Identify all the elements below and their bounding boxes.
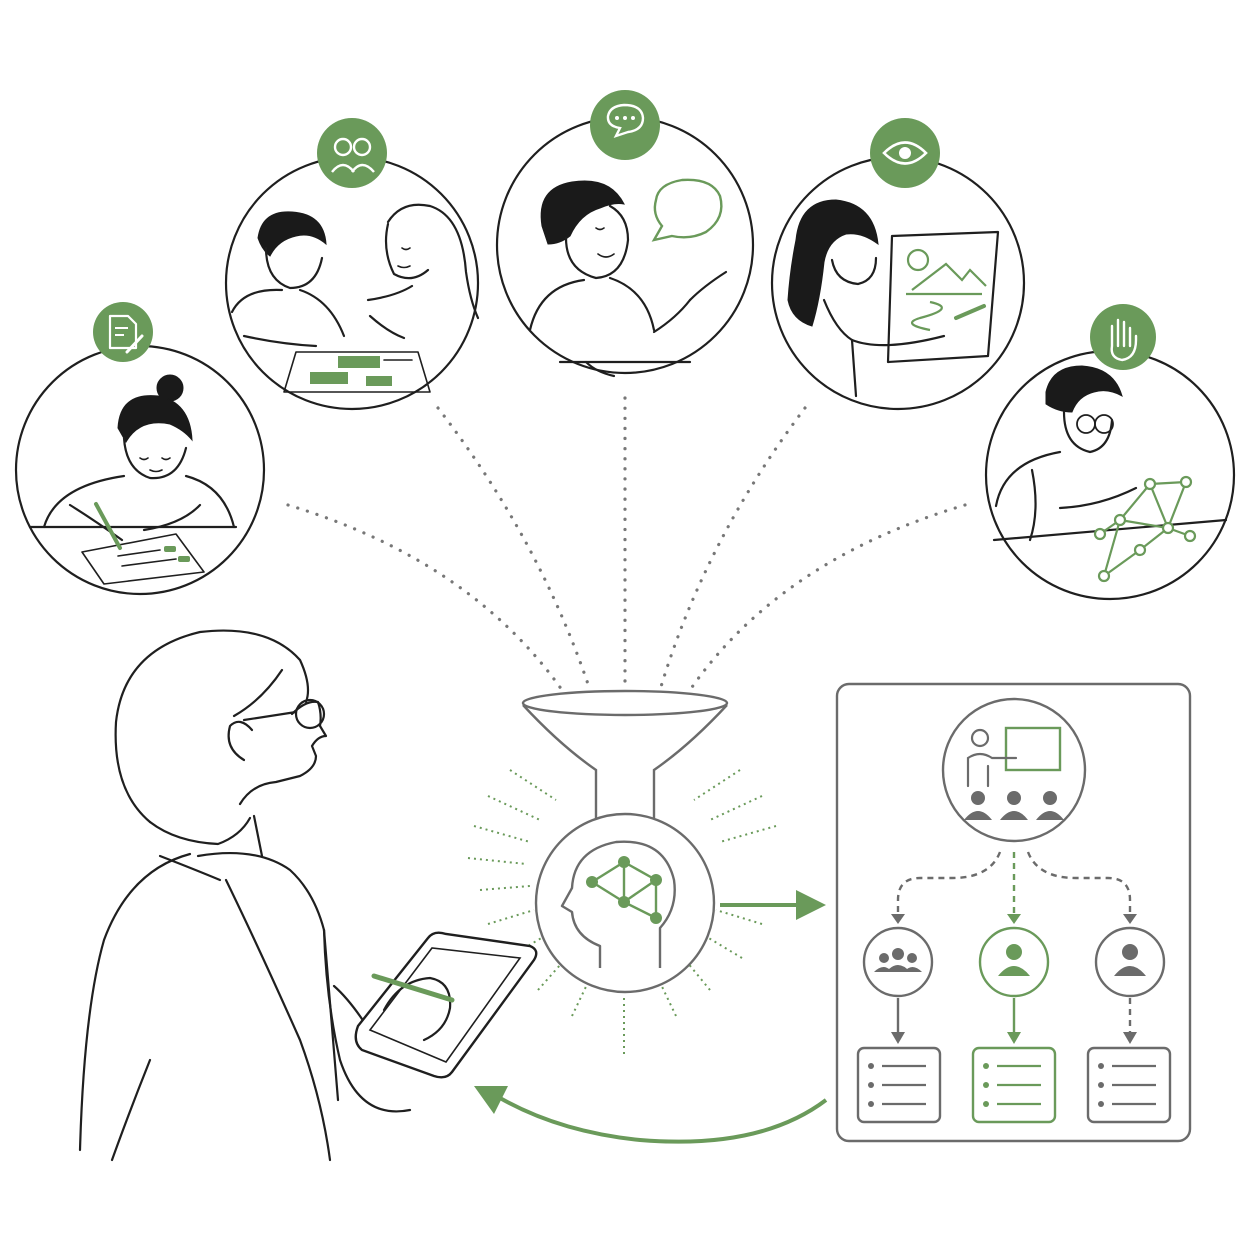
two-people-icon bbox=[317, 118, 387, 188]
person-icon bbox=[978, 926, 1050, 998]
student-building-model-illustration bbox=[992, 365, 1228, 583]
brain-network-icon bbox=[534, 812, 716, 994]
speech-bubble-icon bbox=[590, 90, 660, 160]
student-explaining-illustration bbox=[528, 178, 728, 378]
girl-writing-illustration bbox=[28, 374, 238, 585]
eye-icon bbox=[870, 118, 940, 188]
source-hands-on-model bbox=[984, 304, 1236, 601]
raised-hand-icon bbox=[1090, 304, 1156, 370]
group-icon bbox=[862, 926, 934, 998]
branch-connectors bbox=[896, 851, 1132, 916]
task-list-icon bbox=[856, 1046, 942, 1124]
branch-small-group bbox=[856, 926, 942, 1124]
document-pencil-icon bbox=[93, 302, 153, 362]
task-list-icon bbox=[971, 1046, 1057, 1124]
instruction-plan-panel bbox=[835, 682, 1192, 1143]
student-drawing-illustration bbox=[787, 199, 1000, 398]
arrow-to-plan bbox=[720, 890, 826, 920]
teacher-with-tablet-icon bbox=[78, 629, 538, 1162]
two-students-discussing-illustration bbox=[230, 203, 480, 393]
funnel-icon bbox=[521, 689, 729, 818]
person-icon bbox=[1094, 926, 1166, 998]
feedback-arrow bbox=[474, 1086, 828, 1144]
branch-individual bbox=[1086, 926, 1172, 1124]
source-peer-discussion bbox=[224, 118, 480, 411]
branch-individual-highlighted bbox=[971, 926, 1057, 1124]
task-list-icon bbox=[1086, 1046, 1172, 1124]
dotted-connectors bbox=[286, 396, 967, 692]
teacher-presenting-icon bbox=[941, 697, 1087, 843]
source-written-work bbox=[14, 302, 266, 596]
source-visual-observation bbox=[770, 118, 1026, 411]
source-verbal-explanation bbox=[495, 90, 755, 378]
